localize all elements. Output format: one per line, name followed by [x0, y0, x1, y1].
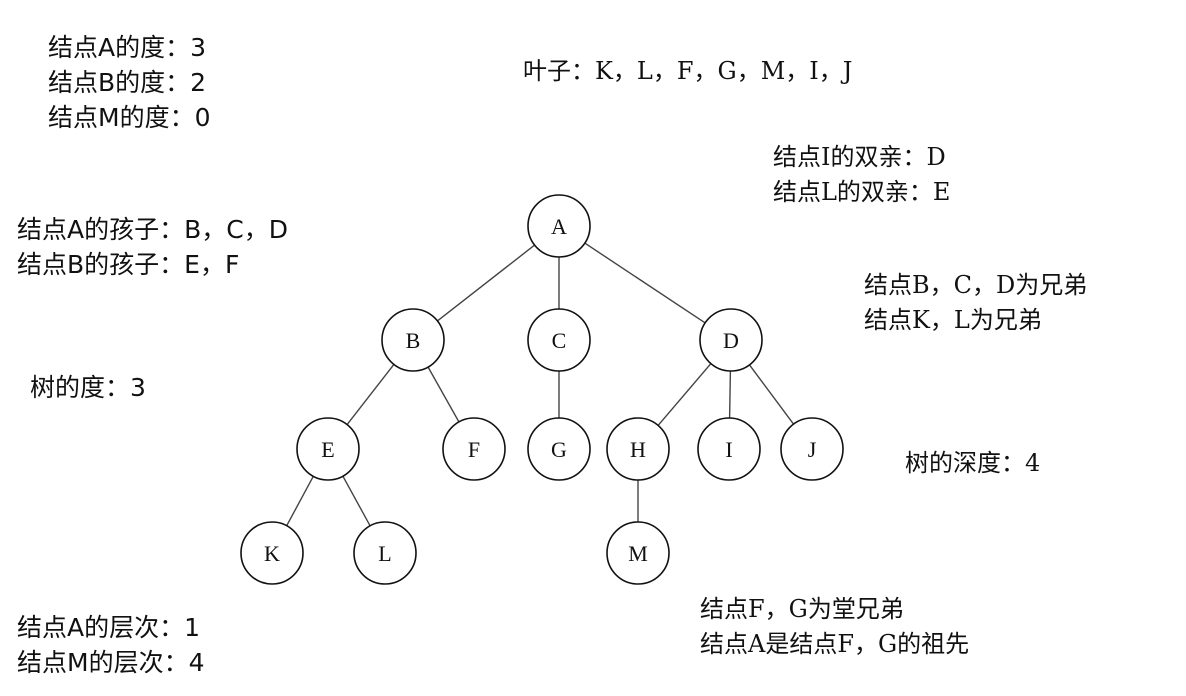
tree-node-circle [296, 417, 360, 481]
cousins-line: 结点F，G为堂兄弟 [700, 595, 904, 623]
children-line: 结点A的孩子：B，C，D [17, 215, 288, 244]
tree-edge-d-j [748, 364, 795, 425]
tree-edges [286, 242, 795, 527]
degree-line: 结点B的度：2 [48, 68, 207, 97]
tree-node-circle [353, 521, 417, 585]
tree-node-circle [606, 417, 670, 481]
tree-node-label: I [725, 437, 732, 462]
tree-node-circle [527, 417, 591, 481]
tree-edge-d-i [728, 370, 732, 419]
tree-node-label: H [630, 437, 646, 462]
tree-degree-note: 树的度：3 [30, 370, 146, 405]
tree-node-j: J [780, 417, 844, 481]
tree-node-label: F [468, 437, 480, 462]
tree-depth-line: 树的深度：4 [905, 449, 1041, 477]
tree-node-a: A [527, 194, 591, 258]
tree-node-c: C [527, 308, 591, 372]
levels-note: 结点A的层次：1 结点M的层次：4 [17, 610, 204, 680]
tree-node-circle [780, 417, 844, 481]
tree-node-b: B [381, 308, 445, 372]
tree-node-h: H [606, 417, 670, 481]
tree-node-circle [442, 417, 506, 481]
tree-node-label: G [551, 437, 567, 462]
level-line: 结点A的层次：1 [17, 613, 201, 642]
degree-note: 结点A的度：3 结点B的度：2 结点M的度：0 [48, 30, 210, 135]
tree-node-label: K [264, 541, 280, 566]
tree-node-circle [699, 308, 763, 372]
tree-node-label: A [551, 214, 567, 239]
tree-edge-b-f [427, 366, 460, 423]
leaves-line: 叶子：K，L，F，G，M，I，J [523, 57, 853, 85]
leaves-note: 叶子：K，L，F，G，M，I，J [523, 54, 852, 89]
tree-node-label: C [552, 328, 567, 353]
tree-node-label: B [406, 328, 421, 353]
siblings-note: 结点B，C，D为兄弟 结点K，L为兄弟 [864, 268, 1087, 338]
tree-node-m: M [606, 521, 670, 585]
tree-depth-note: 树的深度：4 [905, 446, 1040, 481]
level-line: 结点M的层次：4 [17, 648, 205, 677]
tree-node-d: D [699, 308, 763, 372]
tree-edge-a-b [436, 244, 536, 322]
tree-node-g: G [527, 417, 591, 481]
children-note: 结点A的孩子：B，C，D 结点B的孩子：E，F [17, 212, 288, 282]
parent-line: 结点L的双亲：E [773, 178, 951, 206]
tree-node-circle [240, 521, 304, 585]
tree-edge-d-h [657, 363, 712, 426]
tree-edge-e-k [286, 475, 314, 527]
tree-node-label: D [723, 328, 739, 353]
ancestors-line: 结点A是结点F，G的祖先 [700, 630, 970, 658]
tree-node-circle [527, 308, 591, 372]
tree-node-i: I [697, 417, 761, 481]
children-line: 结点B的孩子：E，F [17, 250, 240, 279]
tree-node-circle [606, 521, 670, 585]
degree-line: 结点M的度：0 [48, 103, 211, 132]
tree-node-l: L [353, 521, 417, 585]
tree-edge-a-d [584, 242, 706, 324]
tree-nodes: A B C D E F G H I J K L M [240, 194, 844, 585]
siblings-line: 结点K，L为兄弟 [864, 306, 1042, 334]
tree-node-circle [697, 417, 761, 481]
tree-node-circle [527, 194, 591, 258]
tree-edge-b-e [346, 363, 395, 426]
parents-note: 结点I的双亲：D 结点L的双亲：E [773, 140, 950, 210]
tree-node-label: J [808, 437, 817, 462]
tree-node-circle [381, 308, 445, 372]
tree-degree-line: 树的度：3 [30, 373, 146, 402]
degree-line: 结点A的度：3 [48, 33, 207, 62]
tree-node-e: E [296, 417, 360, 481]
tree-edge-e-l [342, 475, 371, 527]
tree-node-k: K [240, 521, 304, 585]
tree-node-label: E [321, 437, 334, 462]
siblings-line: 结点B，C，D为兄弟 [864, 271, 1088, 299]
tree-node-label: M [628, 541, 648, 566]
tree-node-label: L [378, 541, 391, 566]
parent-line: 结点I的双亲：D [773, 143, 946, 171]
cousins-ancestors-note: 结点F，G为堂兄弟 结点A是结点F，G的祖先 [700, 592, 969, 662]
tree-node-f: F [442, 417, 506, 481]
